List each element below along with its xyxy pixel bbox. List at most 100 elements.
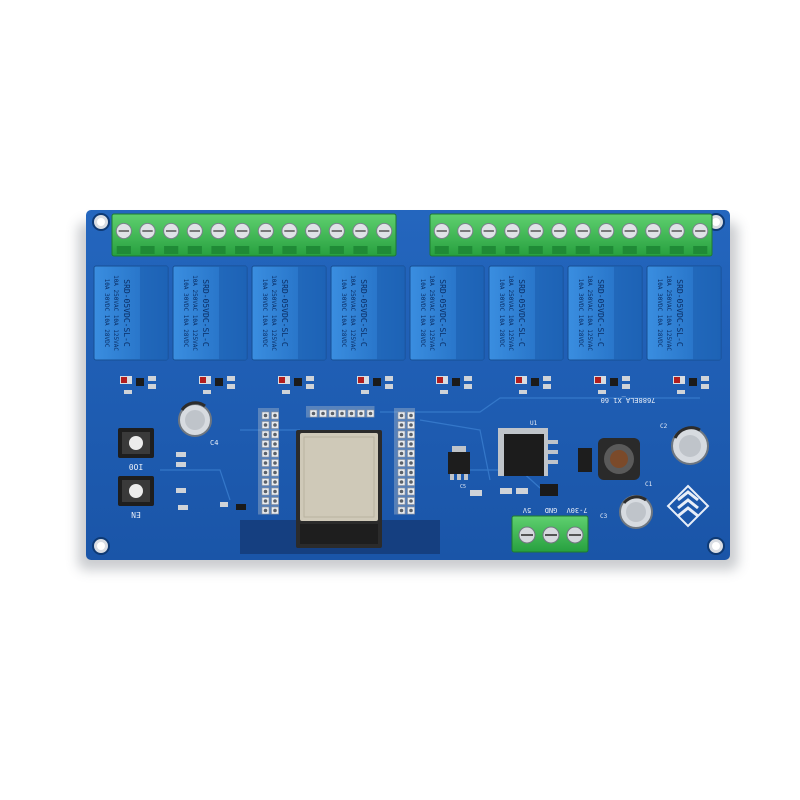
terminal-screw[interactable] [480, 222, 497, 254]
pin-headers [258, 406, 415, 515]
terminal-screw[interactable] [574, 222, 591, 254]
terminal-screw[interactable] [115, 222, 132, 254]
capacitor-c3: C3 [600, 495, 653, 529]
pcb-traces [160, 397, 700, 501]
relay-driver-1 [120, 376, 156, 394]
relay-rating-text: 10A 250VAC 10A 125VAC [665, 275, 672, 351]
button-resistors [176, 452, 246, 510]
terminal-screw[interactable] [186, 222, 203, 254]
relay-driver-3 [278, 376, 314, 394]
relay-rating-text: 10A 250VAC 10A 125VAC [349, 275, 356, 351]
screw-terminal-blocks [111, 213, 713, 257]
relay-rating-text: 10A 30VDC 10A 28VDC [577, 279, 584, 348]
diamond-arrows-logo-icon [666, 484, 710, 528]
terminal-screw[interactable] [692, 222, 709, 254]
terminal-screw[interactable] [668, 222, 685, 254]
terminal-screw[interactable] [433, 222, 450, 254]
c5-label: C5 [460, 484, 466, 490]
pin-header-left [258, 408, 279, 515]
relay-rating-text: 10A 250VAC 10A 125VAC [586, 275, 593, 351]
relay-rating-text: 10A 250VAC 10A 125VAC [507, 275, 514, 351]
relay-driver-2 [199, 376, 235, 394]
board-model-label: 7688ELA_X1 60 [601, 396, 656, 404]
relay-rating-text: 10A 250VAC 10A 125VAC [112, 275, 119, 351]
terminal-screw[interactable] [163, 222, 180, 254]
terminal-screw[interactable] [305, 222, 322, 254]
terminal-screw[interactable] [504, 222, 521, 254]
terminal-block-2[interactable] [429, 213, 713, 257]
relay-part-text: SRD-05VDC-SL-C [438, 279, 447, 347]
terminal-screw[interactable] [621, 222, 638, 254]
terminal-screw[interactable] [645, 222, 662, 254]
terminal-screw[interactable] [457, 222, 474, 254]
terminal-screw[interactable] [376, 222, 393, 254]
label-vin: 7-30V [566, 506, 588, 514]
power-passives [470, 484, 558, 496]
relay-driver-4 [357, 376, 393, 394]
terminal-screw[interactable] [210, 222, 227, 254]
power-terminal-block[interactable] [511, 515, 589, 553]
terminal-screw[interactable] [551, 222, 568, 254]
terminal-screw[interactable] [352, 222, 369, 254]
relay-part-text: SRD-05VDC-SL-C [280, 279, 289, 347]
relay-driver-7 [594, 376, 630, 394]
pin-header-right [394, 408, 415, 515]
relay-part-text: SRD-05VDC-SL-C [359, 279, 368, 347]
buck-converter-ic: U1 [498, 420, 558, 476]
c1-label: C1 [645, 481, 653, 488]
relay-part-text: SRD-05VDC-SL-C [675, 279, 684, 347]
relay-rating-text: 10A 30VDC 10A 28VDC [419, 279, 426, 348]
schottky-diode [578, 448, 592, 472]
relay-driver-8 [673, 376, 709, 394]
relay-rating-text: 10A 30VDC 10A 28VDC [656, 279, 663, 348]
power-inductor: C1 [598, 438, 653, 488]
relay-part-text: SRD-05VDC-SL-C [517, 279, 526, 347]
c4-label: C4 [210, 439, 218, 447]
terminal-screw[interactable] [598, 222, 615, 254]
relay-part-text: SRD-05VDC-SL-C [122, 279, 131, 347]
relay-rating-text: 10A 30VDC 10A 28VDC [340, 279, 347, 348]
relay-part-text: SRD-05VDC-SL-C [201, 279, 210, 347]
boot-button[interactable]: IO0 [118, 428, 154, 471]
terminal-screw[interactable] [328, 222, 345, 254]
u1-label: U1 [530, 420, 538, 427]
relay-rating-text: 10A 250VAC 10A 125VAC [428, 275, 435, 351]
boot-button-label: IO0 [129, 462, 144, 471]
terminal-block-1[interactable] [111, 213, 397, 257]
relay-rating-text: 10A 30VDC 10A 28VDC [261, 279, 268, 348]
c3-label: C3 [600, 513, 608, 520]
terminal-screw[interactable] [234, 222, 251, 254]
terminal-screw[interactable] [281, 222, 298, 254]
pin-header-top [306, 406, 375, 418]
relay-driver-5 [436, 376, 472, 394]
capacitor-c2: C2 [660, 423, 709, 465]
capacitor-c4: C4 [178, 401, 218, 447]
driver-components [120, 376, 709, 394]
enable-button-label: EN [131, 510, 141, 519]
label-gnd: GND [545, 506, 558, 514]
power-labels: 5V GND 7-30V [522, 506, 588, 514]
terminal-screw[interactable] [139, 222, 156, 254]
enable-button[interactable]: EN [118, 476, 154, 519]
relay-rating-text: 10A 30VDC 10A 28VDC [103, 279, 110, 348]
terminal-screw[interactable] [527, 222, 544, 254]
label-5v: 5V [522, 506, 531, 514]
relay-rating-text: 10A 30VDC 10A 28VDC [182, 279, 189, 348]
terminal-screw[interactable] [257, 222, 274, 254]
esp32-module [240, 430, 440, 554]
relay-rating-text: 10A 30VDC 10A 28VDC [498, 279, 505, 348]
voltage-regulator-small [448, 446, 470, 480]
mounting-holes [92, 213, 725, 555]
c2-label: C2 [660, 423, 668, 430]
relay-rating-text: 10A 250VAC 10A 125VAC [270, 275, 277, 351]
relay-part-text: SRD-05VDC-SL-C [596, 279, 605, 347]
relay-driver-6 [515, 376, 551, 394]
